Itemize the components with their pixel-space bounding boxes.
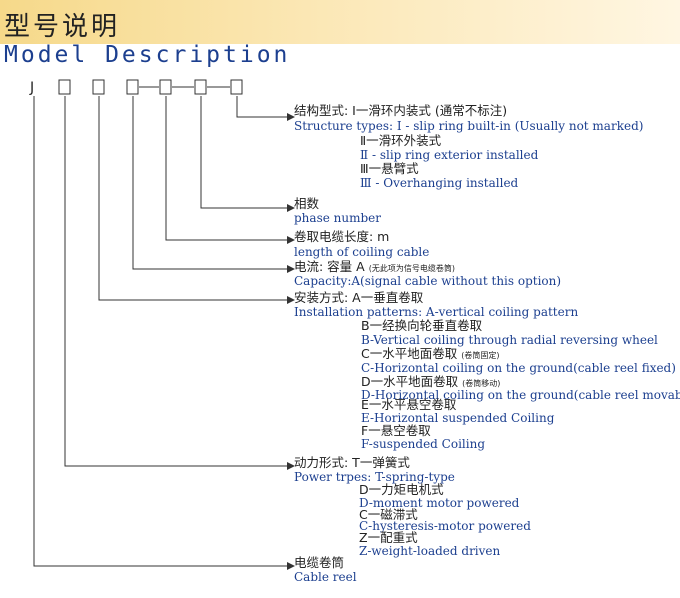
installation-c-en: C-Horizontal coiling on the ground(cable…: [361, 361, 676, 375]
title-band: [0, 0, 680, 44]
code-box-current: [126, 79, 139, 95]
leader-installation: [98, 96, 287, 301]
length-cn: 卷取电缆长度: m: [294, 229, 390, 244]
leader-current: [132, 96, 287, 270]
leader-reel: [33, 96, 287, 567]
installation-f-cn: F一悬空卷取: [361, 423, 431, 438]
installation-d-en: D-Horizontal coiling on the ground(cable…: [361, 388, 680, 402]
phase-cn: 相数: [294, 196, 320, 211]
title-english: Model Description: [4, 42, 291, 68]
power-d-en: D-moment motor powered: [359, 496, 520, 510]
structure-option-2-cn: Ⅱ一滑环外装式: [360, 133, 442, 148]
leader-length: [165, 96, 287, 241]
installation-c-cn: C一水平地面卷取 (卷筒固定): [361, 346, 500, 361]
code-box-power: [58, 79, 71, 95]
leader-structure: [236, 96, 287, 118]
code-prefix-j: J: [30, 80, 35, 96]
installation-cn: 安装方式: A一垂直卷取: [294, 290, 424, 305]
current-note: (无此项为信号电缆卷筒): [368, 264, 455, 273]
installation-d-cn: D一水平地面卷取 (卷筒移动): [361, 374, 501, 389]
installation-b-cn: B一经换向轮垂直卷取: [361, 318, 483, 333]
length-en: length of coiling cable: [294, 245, 430, 259]
installation-f-en: F-suspended Coiling: [361, 437, 486, 451]
installation-e-cn: E一水平悬空卷取: [361, 397, 457, 412]
installation-en: Installation patterns: A-vertical coilin…: [294, 305, 579, 319]
leader-phase: [200, 96, 287, 209]
structure-option-2-en: Ⅱ - slip ring exterior installed: [360, 148, 539, 162]
leader-power: [64, 96, 287, 467]
installation-c-note: (卷筒固定): [461, 351, 500, 360]
current-cn: 电流: 容量 A (无此项为信号电缆卷筒): [294, 259, 455, 274]
phase-en: phase number: [294, 211, 381, 225]
structure-type-cn: 结构型式: Ⅰ一滑环内装式 (通常不标注): [294, 103, 508, 118]
power-d-cn: D一力矩电机式: [359, 482, 444, 497]
code-box-phase: [194, 79, 207, 95]
structure-option-3-cn: Ⅲ一悬臂式: [360, 161, 419, 176]
code-box-length: [159, 79, 172, 95]
title-chinese: 型号说明: [4, 12, 121, 42]
installation-d-note: (卷筒移动): [462, 379, 501, 388]
code-box-installation: [92, 79, 105, 95]
power-en: Power trpes: T-spring-type: [294, 470, 455, 484]
cable-reel-cn: 电缆卷筒: [294, 555, 345, 570]
power-z-en: Z-weight-loaded driven: [359, 544, 501, 558]
power-c-en: C-hysteresis-motor powered: [359, 519, 531, 533]
structure-option-3-en: Ⅲ - Overhanging installed: [360, 176, 519, 190]
installation-b-en: B-Vertical coiling through radial revers…: [361, 333, 658, 347]
current-en: Capacity:A(signal cable without this opt…: [294, 274, 562, 288]
power-cn: 动力形式: T一弹簧式: [294, 455, 410, 470]
installation-e-en: E-Horizontal suspended Coiling: [361, 411, 555, 425]
cable-reel-en: Cable reel: [294, 570, 357, 584]
power-z-cn: Z一配重式: [359, 530, 418, 545]
power-c-cn: C一磁滞式: [359, 507, 418, 522]
structure-type-en: Structure types: Ⅰ - slip ring built-in …: [294, 119, 644, 133]
code-box-structure: [230, 79, 243, 95]
